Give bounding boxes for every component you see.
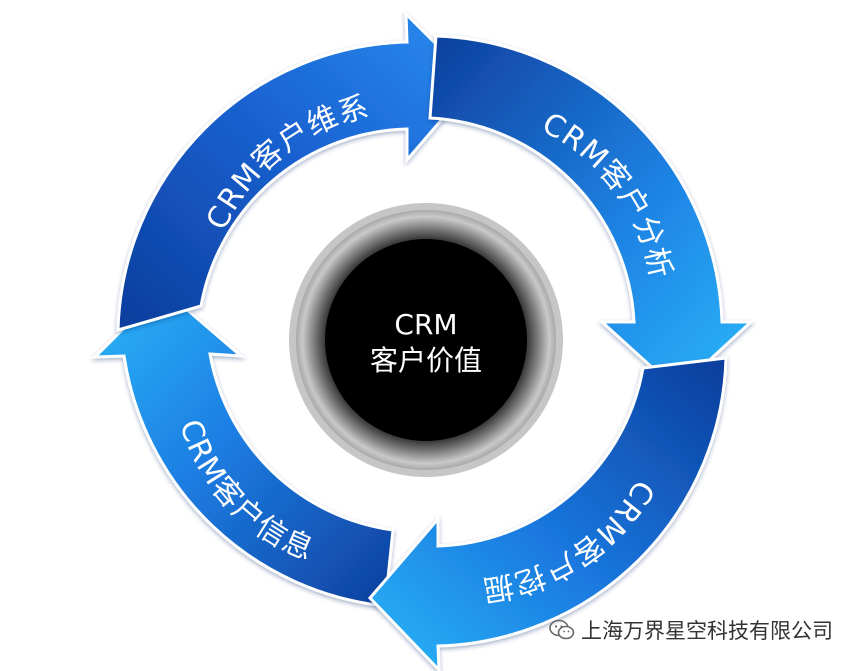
arrow-customer-retention bbox=[116, 10, 477, 333]
center-core bbox=[325, 239, 527, 441]
watermark: 上海万界星空科技有限公司 bbox=[549, 615, 833, 645]
arrow-customer-mining bbox=[367, 356, 728, 671]
wechat-icon bbox=[549, 619, 575, 640]
center-title: CRM bbox=[394, 308, 457, 341]
arrow-customer-info bbox=[91, 286, 395, 608]
center-subtitle: 客户价值 bbox=[370, 344, 482, 377]
arrow-customer-analysis bbox=[428, 34, 755, 393]
watermark-text: 上海万界星空科技有限公司 bbox=[581, 619, 833, 643]
